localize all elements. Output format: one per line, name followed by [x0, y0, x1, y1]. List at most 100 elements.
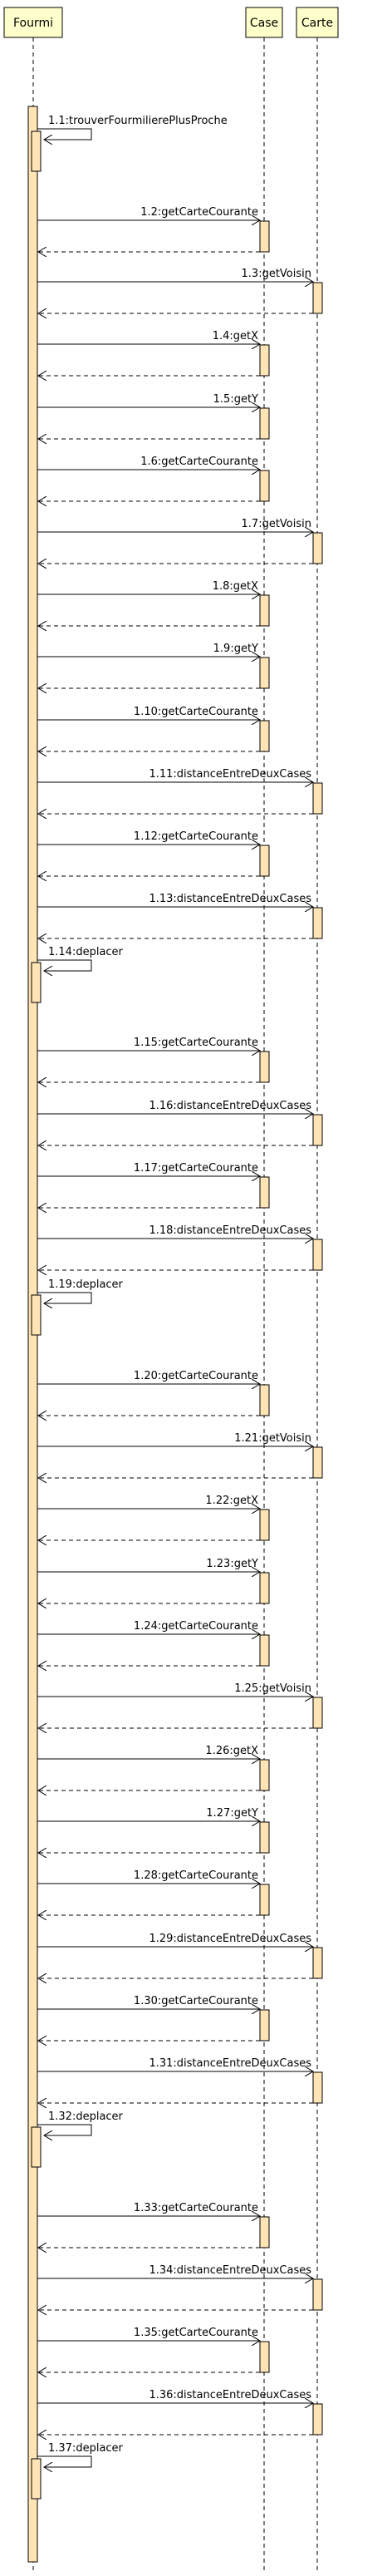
message: 1.4:getX [37, 330, 260, 376]
activation-bar-carte [312, 2403, 323, 2436]
message-label: 1.37:deplacer [48, 2442, 124, 2455]
participant-label-carte: Carte [301, 17, 333, 30]
participant-fourmi: Fourmi [3, 7, 63, 38]
message: 1.8:getX [37, 580, 260, 626]
message-label: 1.11:distanceEntreDeuxCases [149, 768, 311, 781]
self-call-arrow [37, 959, 92, 971]
nested-activation-bar [31, 2126, 42, 2168]
message-label: 1.9:getY [213, 643, 258, 655]
message-label: 1.4:getX [213, 330, 258, 342]
message-label: 1.28:getCarteCourante [134, 1869, 258, 1882]
message-label: 1.35:getCarteCourante [134, 2327, 258, 2339]
message: 1.20:getCarteCourante [37, 1370, 260, 1416]
message-label: 1.25:getVoisin [234, 1682, 311, 1695]
activation-bar-carte [312, 2071, 323, 2104]
message-label: 1.31:distanceEntreDeuxCases [149, 2057, 311, 2070]
message: 1.24:getCarteCourante [37, 1620, 260, 1666]
message-label: 1.33:getCarteCourante [134, 2202, 258, 2214]
message: 1.27:getY [37, 1807, 260, 1853]
nested-activation-bar [31, 2458, 42, 2500]
activation-bar-case [259, 594, 270, 627]
message: 1.26:getX [37, 1745, 260, 1790]
message-label: 1.23:getY [206, 1558, 258, 1570]
message: 1.36:distanceEntreDeuxCases [37, 2389, 313, 2435]
message-label: 1.18:distanceEntreDeuxCases [149, 1224, 311, 1237]
message: 1.30:getCarteCourante [37, 1995, 260, 2041]
message: 1.23:getY [37, 1558, 260, 1603]
message: 1.17:getCarteCourante [37, 1162, 260, 1208]
message: 1.16:distanceEntreDeuxCases [37, 1100, 313, 1145]
activation-bar-carte [312, 532, 323, 564]
message: 1.1:trouverFourmilierePlusProche [37, 115, 228, 140]
message: 1.14:deplacer [37, 946, 124, 971]
message: 1.5:getY [37, 393, 260, 439]
activation-bar-carte [312, 1114, 323, 1146]
activation-bar-carte [312, 282, 323, 314]
message-label: 1.12:getCarteCourante [134, 830, 258, 843]
message-label: 1.13:distanceEntreDeuxCases [149, 893, 311, 905]
participant-box-carte [296, 7, 339, 38]
message-label: 1.16:distanceEntreDeuxCases [149, 1100, 311, 1112]
activation-bar-case [259, 657, 270, 689]
activation-bar-carte [312, 1239, 323, 1271]
participant-label-fourmi: Fourmi [13, 17, 53, 30]
message: 1.22:getX [37, 1495, 260, 1540]
message: 1.6:getCarteCourante [37, 456, 260, 501]
message: 1.37:deplacer [37, 2442, 124, 2467]
activations [27, 106, 323, 2563]
message-label: 1.5:getY [213, 393, 258, 406]
nested-activation-bar [31, 962, 42, 1003]
message: 1.15:getCarteCourante [37, 1037, 260, 1082]
activation-bar-carte [312, 907, 323, 939]
message: 1.18:distanceEntreDeuxCases [37, 1224, 313, 1270]
activation-bar-case [259, 1051, 270, 1083]
participant-case: Case [245, 7, 283, 38]
activation-bar-case [259, 2009, 270, 2042]
message-label: 1.34:distanceEntreDeuxCases [149, 2264, 311, 2277]
participant-carte: Carte [296, 7, 339, 38]
message: 1.35:getCarteCourante [37, 2327, 260, 2372]
self-call-arrow [37, 1292, 92, 1303]
message-label: 1.32:deplacer [48, 2111, 124, 2123]
activation-bar-case [259, 220, 270, 253]
self-call-arrow [37, 2124, 92, 2135]
activation-bar-case [259, 720, 270, 752]
message: 1.11:distanceEntreDeuxCases [37, 768, 313, 814]
self-call-arrow [37, 2455, 92, 2467]
message: 1.3:getVoisin [37, 268, 313, 313]
message: 1.32:deplacer [37, 2111, 124, 2135]
activation-bar-case [259, 1884, 270, 1916]
message: 1.28:getCarteCourante [37, 1869, 260, 1915]
message-label: 1.6:getCarteCourante [140, 456, 258, 468]
self-call-arrow [37, 128, 92, 140]
message-label: 1.20:getCarteCourante [134, 1370, 258, 1382]
activation-bar-carte [312, 1697, 323, 1729]
message-label: 1.19:deplacer [48, 1278, 124, 1291]
message-label: 1.3:getVoisin [242, 268, 311, 280]
message: 1.10:getCarteCourante [37, 706, 260, 751]
message-label: 1.8:getX [213, 580, 258, 593]
message: 1.7:getVoisin [37, 518, 313, 564]
message-label: 1.24:getCarteCourante [134, 1620, 258, 1633]
message: 1.2:getCarteCourante [37, 206, 260, 252]
activation-bar-case [259, 845, 270, 877]
message-label: 1.7:getVoisin [242, 518, 311, 530]
participant-box-fourmi [3, 7, 63, 38]
participant-label-case: Case [250, 17, 278, 30]
message-label: 1.15:getCarteCourante [134, 1037, 258, 1049]
activation-bar-case [259, 1509, 270, 1541]
activation-bar-case [259, 2341, 270, 2373]
message-label: 1.21:getVoisin [234, 1432, 311, 1445]
activation-bar-case [259, 407, 270, 440]
nested-activation-bar [31, 131, 42, 172]
activation-bar-case [259, 344, 270, 377]
activation-bar-case [259, 1572, 270, 1604]
activation-bar-carte [312, 782, 323, 815]
message-label: 1.29:distanceEntreDeuxCases [149, 1933, 311, 1945]
message: 1.12:getCarteCourante [37, 830, 260, 876]
nested-activation-bar [31, 1294, 42, 1336]
message: 1.13:distanceEntreDeuxCases [37, 893, 313, 938]
message: 1.34:distanceEntreDeuxCases [37, 2264, 313, 2310]
message: 1.29:distanceEntreDeuxCases [37, 1933, 313, 1978]
